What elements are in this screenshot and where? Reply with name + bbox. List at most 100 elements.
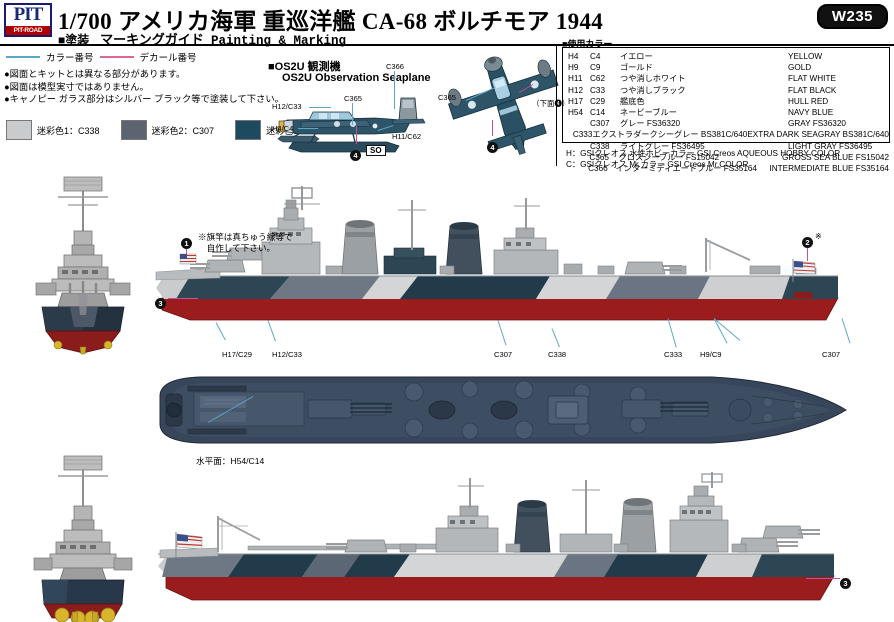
color-table-row: H9 C9 ゴールド GOLD [568, 62, 889, 73]
stern-flag-top [792, 259, 816, 282]
profile-callout-c307-b: C307 [822, 350, 841, 359]
hull-decal-leader-left [168, 298, 198, 299]
color-name-en: FLAT WHITE [788, 74, 836, 84]
color-c-code: C366 [588, 164, 608, 174]
os2u-callout-c366: C366 [386, 62, 404, 71]
line-legend: カラー番号 デカール番号 [6, 50, 197, 64]
color-name-en: GOLD [788, 63, 812, 73]
page-title: 1/700 アメリカ海軍 重巡洋艦 CA-68 ボルチモア 1944 [58, 9, 604, 34]
os2u-callout-h4c4: H4/C4 [272, 124, 294, 133]
os2u-code-box: SO [366, 145, 386, 156]
os2u-decal-marker: 4 [350, 150, 361, 161]
color-c-code: C29 [590, 96, 606, 106]
color-name-en: EXTRA DARK SEAGRAY BS381C/640 [747, 130, 889, 140]
color-h-code: H54 [568, 108, 584, 118]
stern-decal-marker-right: 2 [802, 237, 813, 248]
color-table-row: H4 C4 イエロー YELLOW [568, 51, 889, 62]
camo-swatch-1-label: 迷彩色1：C338 [37, 125, 100, 136]
profile-callout-c333: C333 [664, 350, 683, 359]
os2u-title-jp: ■OS2U 観測機 [268, 61, 341, 73]
color-table-row: C338 ライトグレー FS36495 LIGHT GRAY FS36495 [568, 141, 889, 152]
color-table-left-border [556, 46, 557, 166]
os2u-callout-h12c33: H12/C33 [272, 102, 302, 111]
kit-code-badge: W235 [816, 4, 888, 29]
stern-flag-bottom [175, 532, 203, 558]
general-notes: ●図面とキットとは異なる部分があります。 ●図面は模型実寸ではありません。 ●キ… [4, 68, 284, 106]
bow-front-view [35, 176, 131, 355]
color-name-jp: つや消しブラック [620, 85, 686, 95]
color-table-row: C365 グロスシーブルー FS15042 GROSS SEA BLUE FS1… [568, 152, 889, 163]
header-divider [0, 44, 894, 46]
stern-decal-leader-right [807, 243, 808, 261]
footnote-aqueous: H：GSIクレオス 水性ホビーカラー GSI Creos AQUEOUS HOB… [566, 149, 841, 158]
color-h-code [568, 118, 590, 129]
note-item: ●キャノピー ガラス部分はシルバー ブラック等で塗装して下さい。 [4, 94, 284, 104]
color-name-jp: ゴールド [620, 63, 653, 73]
color-table-footnotes: H：GSIクレオス 水性ホビーカラー GSI Creos AQUEOUS HOB… [566, 148, 840, 170]
stern-decal-marker-suffix: ※ [815, 232, 822, 241]
color-name-jp: つや消しホワイト [620, 74, 686, 84]
os2u-decal-leader [356, 126, 357, 144]
os2u-callout-c365: C365 [344, 94, 362, 103]
profile-callout-c338: C338 [548, 350, 567, 359]
flag-note-text: ※旗竿は真ちゅう線等で 自作して下さい。 [198, 232, 293, 254]
color-c-code: C365 [589, 152, 609, 162]
footnote-mrcolor: C：GSIクレオス Mr.カラー GSI Creos Mr.COLOR [566, 160, 749, 169]
bow-flag-top [179, 253, 197, 265]
decal-number-line-sample [99, 56, 134, 58]
color-name-en: FLAT BLACK [788, 85, 837, 95]
color-name-en: INTERMEDIATE BLUE FS35164 [769, 164, 889, 174]
color-name-en: HULL RED [788, 96, 829, 106]
color-h-code: H12 [568, 85, 584, 95]
color-c-code: C33 [590, 85, 606, 95]
camo-swatch-2 [120, 120, 147, 140]
stern-rear-view [33, 455, 133, 622]
os2u-top-view [448, 56, 559, 155]
color-h-code: H17 [568, 96, 584, 106]
color-c-code: C14 [590, 108, 606, 118]
os2u-top-decal-leader-2 [492, 120, 493, 136]
profile-callout-h12c33: H12/C33 [272, 350, 302, 359]
color-h-code: H11 [568, 74, 583, 84]
subtitle-en: Painting & Marking [210, 34, 346, 48]
color-number-line-sample [6, 56, 40, 58]
color-c-code: C333 [572, 130, 593, 140]
os2u-leader-h12c33 [309, 107, 331, 108]
color-name-en: GROSS SEA BLUE FS15042 [782, 152, 889, 162]
color-table-row: H54 C14 ネービーブルー NAVY BLUE [568, 107, 889, 118]
ship-side-profile-top [155, 186, 839, 321]
color-name-jp: ネービーブルー [620, 108, 677, 118]
os2u-leader-h4c4 [298, 128, 318, 129]
color-c-code: C4 [590, 52, 601, 61]
color-name-jp: グロスシーブルー FS15042 [618, 152, 720, 162]
color-name-en: YELLOW [788, 52, 823, 61]
deck-plan-view [159, 376, 847, 444]
flag-note-marker: 1 [181, 238, 192, 249]
logo-brand-name: PIT-ROAD [6, 26, 50, 35]
color-name-jp: ライトグレー FS36495 [620, 141, 705, 151]
color-h-code: H4 [568, 52, 579, 61]
flag-note-line1: ※旗竿は真ちゅう線等で [198, 232, 293, 242]
os2u-leader-c365 [352, 103, 353, 125]
note-item: ●図面は模型実寸ではありません。 [4, 81, 149, 92]
os2u-leader-c366 [394, 71, 395, 109]
color-table-row: H11 C62 つや消しホワイト FLAT WHITE [568, 73, 889, 84]
os2u-top-decal-marker: 4 [487, 142, 498, 153]
profile-callout-h17c29: H17/C29 [222, 350, 252, 359]
color-name-jp: グレー FS36320 [620, 119, 681, 129]
deck-plan-callout: 水平面：H54/C14 [196, 456, 265, 466]
note-item: ●図面とキットとは異なる部分があります。 [4, 69, 186, 79]
color-number-label: カラー番号 [46, 53, 94, 64]
color-name-en: LIGHT GRAY FS36495 [788, 141, 873, 151]
color-table: H4 C4 イエロー YELLOW H9 C9 ゴールド GOLD H11 C6… [562, 47, 890, 173]
subtitle-jp: マーキングガイド [100, 32, 204, 47]
color-name-en: GRAY FS36320 [788, 119, 846, 129]
flag-note-line2: 自作して下さい。 [198, 243, 276, 253]
profile-callout-c307-a: C307 [494, 350, 513, 359]
color-c-code: C9 [590, 63, 601, 73]
color-table-row: C366 インターミディエートブルー FS35164 INTERMEDIATE … [568, 163, 889, 174]
logo-mark-text: PIT [13, 4, 44, 25]
color-table-title: ■使用カラー [562, 39, 613, 49]
color-table-row: C307 グレー FS36320 GRAY FS36320 [568, 118, 889, 129]
